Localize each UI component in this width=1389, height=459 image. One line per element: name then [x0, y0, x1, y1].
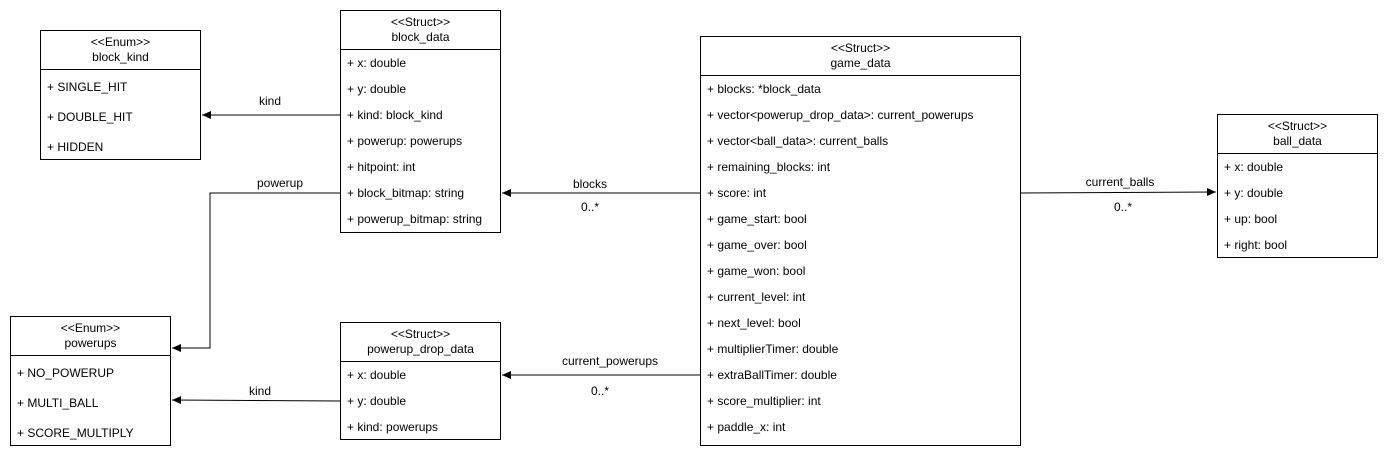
class-block-kind[interactable]: <<Enum>> block_kind + SINGLE_HIT + DOUBL… [40, 30, 201, 160]
attribute: + x: double [347, 368, 407, 382]
class-game-data[interactable]: <<Struct>> game_data + blocks: *block_da… [700, 36, 1021, 446]
edge-drop-kind [171, 396, 341, 405]
attribute-list: + blocks: *block_data + vector<powerup_d… [701, 76, 1020, 440]
edge-block-data-powerup [172, 192, 340, 352]
attribute-list: + x: double + y: double + kind: powerups [341, 362, 500, 440]
attribute: + kind: powerups [347, 420, 439, 434]
edge-multiplicity-balls: 0..* [1113, 200, 1133, 214]
attribute-list: + NO_POWERUP + MULTI_BALL + SCORE_MULTIP… [11, 356, 170, 448]
attribute: + x: double [1224, 160, 1284, 174]
attribute: + block_bitmap: string [347, 186, 465, 200]
class-name: powerup_drop_data [367, 342, 474, 356]
attribute: + SCORE_MULTIPLY [17, 426, 134, 440]
class-header: <<Struct>> block_data [341, 11, 500, 50]
attribute: + vector<powerup_drop_data>: current_pow… [707, 108, 974, 122]
attribute: + DOUBLE_HIT [47, 110, 133, 124]
class-powerups[interactable]: <<Enum>> powerups + NO_POWERUP + MULTI_B… [10, 316, 171, 446]
attribute: + up: bool [1224, 212, 1278, 226]
stereotype: <<Struct>> [390, 327, 451, 341]
edge-label-drop-kind: kind [248, 384, 272, 398]
attribute-list: + x: double + y: double + up: bool + rig… [1218, 154, 1377, 258]
class-name: game_data [830, 56, 891, 70]
attribute: + hitpoint: int [347, 160, 416, 174]
class-header: <<Enum>> powerups [11, 317, 170, 356]
class-ball-data[interactable]: <<Struct>> ball_data + x: double + y: do… [1217, 114, 1378, 258]
attribute: + vector<ball_data>: current_balls [707, 134, 889, 148]
attribute: + game_won: bool [707, 264, 806, 278]
class-powerup-drop-data[interactable]: <<Struct>> powerup_drop_data + x: double… [340, 322, 501, 440]
attribute: + HIDDEN [47, 140, 104, 154]
stereotype: <<Struct>> [830, 41, 891, 55]
edge-label-current-powerups: current_powerups [561, 354, 659, 368]
attribute: + remaining_blocks: int [707, 160, 831, 174]
stereotype: <<Struct>> [390, 15, 451, 29]
attribute: + right: bool [1224, 238, 1288, 252]
edge-label-blocks: blocks [572, 177, 608, 191]
attribute: + current_level: int [707, 290, 806, 304]
attribute: + powerup_bitmap: string [347, 212, 483, 226]
attribute: + MULTI_BALL [17, 396, 99, 410]
attribute: + x: double [347, 56, 407, 70]
attribute: + NO_POWERUP [17, 366, 115, 380]
attribute: + powerup: powerups [347, 134, 463, 148]
edge-label-powerup: powerup [256, 176, 304, 190]
class-header: <<Struct>> game_data [701, 37, 1020, 76]
edge-game-balls [1019, 188, 1217, 197]
attribute: + game_start: bool [707, 212, 807, 226]
attribute-list: + x: double + y: double + kind: block_ki… [341, 50, 500, 232]
attribute: + blocks: *block_data [707, 82, 821, 96]
attribute: + SINGLE_HIT [47, 80, 128, 94]
attribute: + kind: block_kind [347, 108, 443, 122]
class-block-data[interactable]: <<Struct>> block_data + x: double + y: d… [340, 10, 501, 233]
attribute: + y: double [347, 394, 407, 408]
attribute: + game_over: bool [707, 238, 807, 252]
class-name: ball_data [1273, 134, 1322, 148]
attribute: + y: double [1224, 186, 1284, 200]
attribute: + next_level: bool [707, 316, 801, 330]
attribute: + paddle_x: int [707, 420, 786, 434]
attribute: + score: int [707, 186, 767, 200]
edge-multiplicity-powerups: 0..* [590, 384, 610, 398]
stereotype: <<Enum>> [90, 35, 151, 49]
class-header: <<Enum>> block_kind [41, 31, 200, 70]
edge-label-current-balls: current_balls [1085, 175, 1155, 189]
edge-label-block-kind: kind [258, 94, 282, 108]
class-name: block_kind [92, 50, 149, 64]
class-name: block_data [391, 30, 450, 44]
attribute: + multiplierTimer: double [707, 342, 839, 356]
stereotype: <<Struct>> [1267, 119, 1328, 133]
attribute: + y: double [347, 82, 407, 96]
class-name: powerups [64, 336, 117, 350]
class-header: <<Struct>> ball_data [1218, 115, 1377, 154]
class-header: <<Struct>> powerup_drop_data [341, 323, 500, 362]
attribute-list: + SINGLE_HIT + DOUBLE_HIT + HIDDEN [41, 70, 200, 162]
stereotype: <<Enum>> [60, 321, 121, 335]
attribute: + extraBallTimer: double [707, 368, 837, 382]
edge-multiplicity-blocks: 0..* [580, 200, 600, 214]
attribute: + score_multiplier: int [707, 394, 821, 408]
